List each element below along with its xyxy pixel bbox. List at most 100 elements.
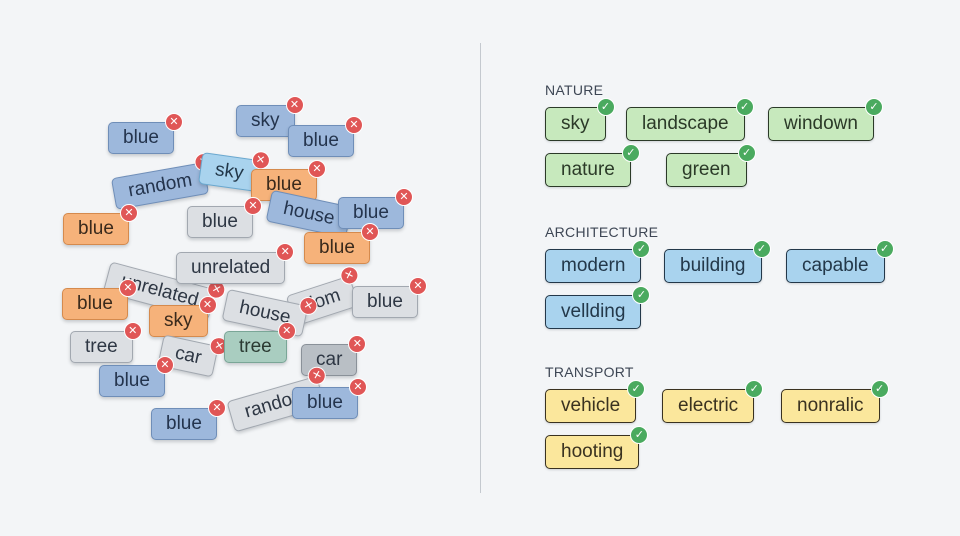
check-icon: ✓ (735, 98, 754, 116)
messy-tag-label: blue (266, 174, 302, 195)
remove-x-icon[interactable]: ✕ (164, 113, 183, 131)
chip-label: vehicle (561, 395, 621, 416)
messy-tag-label: blue (77, 293, 113, 314)
category-chip[interactable]: hooting ✓ (545, 426, 649, 469)
category-chip[interactable]: green✓ (666, 144, 756, 187)
remove-x-icon[interactable]: ✕ (243, 197, 262, 215)
messy-tag[interactable]: blue ✕ (292, 378, 367, 419)
remove-x-icon[interactable]: ✕ (394, 188, 413, 206)
messy-tag[interactable]: car ✕ (301, 335, 367, 376)
messy-tag-label: blue (202, 211, 238, 232)
messy-tag-label: car (173, 342, 204, 369)
messy-tag-label: random (126, 169, 194, 202)
messy-tag[interactable]: tree ✕ (70, 322, 142, 363)
messy-tag-label: unrelated (191, 257, 271, 278)
messy-tag-label: blue (307, 392, 343, 413)
messy-tag-label: sky (213, 159, 245, 184)
remove-x-icon[interactable]: ✕ (207, 399, 226, 417)
chip-label: building (680, 255, 746, 276)
messy-tag[interactable]: sky✕ (149, 296, 217, 337)
category-chip[interactable]: sky ✓ (545, 98, 615, 141)
messy-tag[interactable]: blue ✕ (288, 116, 363, 157)
category-chip[interactable]: modern ✓ (545, 240, 651, 283)
category-chip[interactable]: vellding ✓ (545, 286, 651, 329)
messy-tag[interactable]: random✕ (110, 151, 215, 210)
check-icon: ✓ (630, 426, 649, 444)
remove-x-icon[interactable]: ✕ (277, 322, 296, 340)
messy-tag-label: tree (85, 336, 118, 357)
messy-tag-label: blue (303, 130, 339, 151)
chip-label: hooting (561, 441, 624, 462)
chip-label: green (682, 159, 731, 180)
remove-x-icon[interactable]: ✕ (198, 296, 217, 314)
messy-tag-label: blue (123, 127, 159, 148)
messy-tag[interactable]: blue ✕ (62, 279, 137, 320)
category-chip[interactable]: nonralic✓ (781, 380, 889, 423)
chip-label: modern (561, 255, 626, 276)
check-icon: ✓ (621, 144, 640, 162)
chip-label: windown (784, 113, 858, 134)
remove-x-icon[interactable]: ✕ (348, 335, 367, 353)
remove-x-icon[interactable]: ✕ (307, 160, 326, 178)
category-chip[interactable]: vehicle ✓ (545, 380, 646, 423)
messy-tag[interactable]: blue ✕ (108, 113, 183, 154)
messy-tag-label: blue (114, 370, 150, 391)
chip-label: landscape (642, 113, 729, 134)
messy-tag[interactable]: blue ✕ (304, 223, 379, 264)
messy-tag-label: blue (166, 413, 202, 434)
messy-tag[interactable]: blue ✕ (99, 356, 174, 397)
category-chip[interactable]: windown ✓ (768, 98, 883, 141)
category-title: NATURE (545, 82, 604, 98)
category-chip[interactable]: electric ✓ (662, 380, 764, 423)
check-icon: ✓ (745, 380, 764, 398)
messy-tag-label: blue (78, 218, 114, 239)
check-icon: ✓ (632, 286, 651, 304)
unsorted-tag-pile: blue✕sky✕blue✕random✕sky✕blue✕blue✕blue✕… (62, 96, 427, 440)
remove-x-icon[interactable]: ✕ (250, 150, 271, 171)
category-chip[interactable]: landscape ✓ (626, 98, 754, 141)
remove-x-icon[interactable]: ✕ (344, 116, 363, 134)
remove-x-icon[interactable]: ✕ (408, 277, 427, 295)
divider (480, 43, 481, 493)
check-icon: ✓ (632, 240, 651, 258)
chip-label: nature (561, 159, 615, 180)
check-icon: ✓ (752, 240, 771, 258)
category-chip[interactable]: nature ✓ (545, 144, 640, 187)
check-icon: ✓ (596, 98, 615, 116)
messy-tag-label: house (281, 197, 337, 230)
messy-tag-label: blue (319, 237, 355, 258)
remove-x-icon[interactable]: ✕ (338, 264, 361, 287)
messy-tag-label: sky (251, 110, 280, 131)
remove-x-icon[interactable]: ✕ (276, 243, 295, 261)
check-icon: ✓ (870, 380, 889, 398)
chip-label: sky (561, 113, 590, 134)
category-chip[interactable]: building ✓ (664, 240, 771, 283)
remove-x-icon[interactable]: ✕ (119, 204, 138, 222)
remove-x-icon[interactable]: ✕ (360, 223, 379, 241)
remove-x-icon[interactable]: ✕ (155, 356, 174, 374)
messy-tag-label: car (316, 349, 343, 370)
messy-tag[interactable]: blue ✕ (352, 277, 427, 318)
chip-label: vellding (561, 301, 626, 322)
check-icon: ✓ (627, 380, 646, 398)
messy-tag-label: blue (367, 291, 403, 312)
messy-tag[interactable]: blue ✕ (151, 399, 226, 440)
remove-x-icon[interactable]: ✕ (123, 322, 142, 340)
remove-x-icon[interactable]: ✕ (285, 96, 304, 114)
messy-tag[interactable]: sky ✕ (236, 96, 304, 137)
messy-tag[interactable]: blue ✕ (63, 204, 138, 245)
chip-label: capable (802, 255, 869, 276)
category-title: ARCHITECTURE (545, 224, 659, 240)
category-chip[interactable]: capable ✓ (786, 240, 894, 283)
messy-tag-label: blue (353, 202, 389, 223)
check-icon: ✓ (875, 240, 894, 258)
messy-tag-label: tree (239, 336, 272, 357)
remove-x-icon[interactable]: ✕ (118, 279, 137, 297)
messy-tag[interactable]: unrelated ✕ (176, 243, 295, 284)
check-icon: ✓ (864, 98, 883, 116)
remove-x-icon[interactable]: ✕ (348, 378, 367, 396)
category-title: TRANSPORT (545, 364, 634, 380)
messy-tag[interactable]: tree ✕ (224, 322, 296, 363)
chip-label: electric (678, 395, 739, 416)
messy-tag[interactable]: blue ✕ (187, 197, 262, 238)
